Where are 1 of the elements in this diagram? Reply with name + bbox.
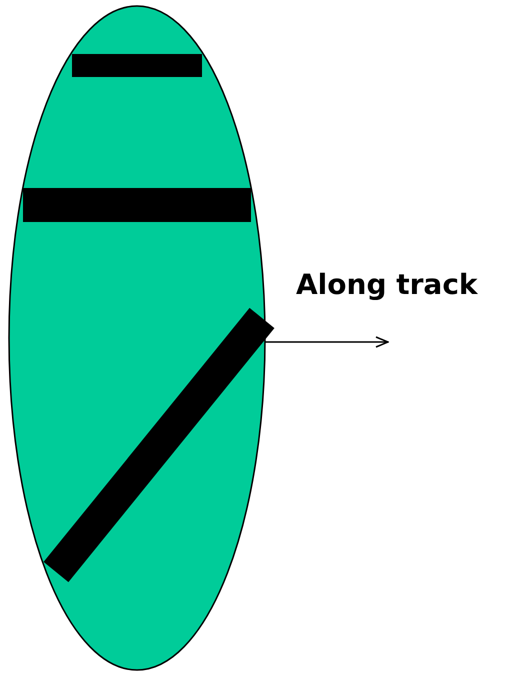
- direction-label: Along track: [296, 268, 478, 301]
